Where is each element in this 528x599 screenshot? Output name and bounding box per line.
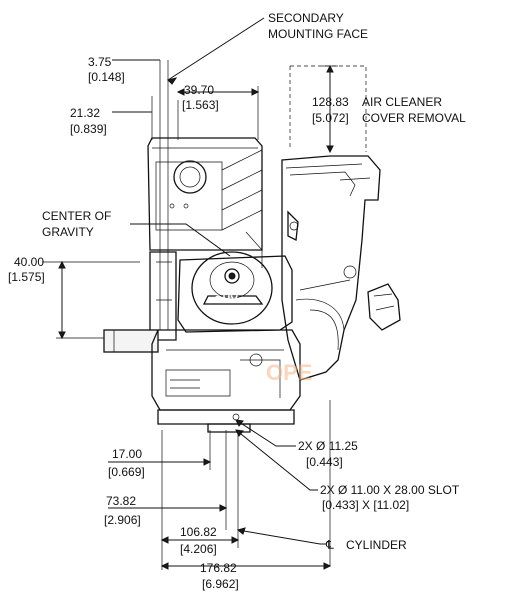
air-cleaner-label-line2: COVER REMOVAL [362, 111, 466, 125]
dim-39-70-mm: 39.70 [184, 83, 214, 97]
secondary-mounting-face-label-line1: SECONDARY [268, 11, 344, 25]
dim-176-82-in: [6.962] [202, 577, 239, 591]
dim-17-00-mm: 17.00 [112, 447, 142, 461]
secondary-mounting-face-label-line2: MOUNTING FACE [268, 27, 368, 41]
cylinder-centerline-symbol: ℄ [325, 538, 334, 552]
dim-21-32-in: [0.839] [70, 122, 107, 136]
dim-106-82-mm: 106.82 [180, 525, 217, 539]
center-of-gravity-label-line1: CENTER OF [42, 209, 111, 223]
dim-21-32-mm: 21.32 [70, 106, 100, 120]
dim-17-00-in: [0.669] [108, 465, 145, 479]
dim-40-00-mm: 40.00 [14, 255, 44, 269]
dim-3-75-mm: 3.75 [88, 55, 112, 69]
engine-outline [103, 65, 401, 433]
air-cleaner-label-line1: AIR CLEANER [362, 95, 442, 109]
center-of-gravity-label-line2: GRAVITY [42, 225, 94, 239]
slot-dimension-mm: 2X Ø 11.00 X 28.00 SLOT [320, 483, 460, 497]
dim-3-75-in: [0.148] [88, 70, 125, 84]
slot-dimension-in: [0.433] X [11.02] [322, 498, 409, 512]
dim-39-70-in: [1.563] [182, 98, 219, 112]
hole-dimension-mm: 2X Ø 11.25 [298, 439, 358, 453]
dim-73-82-mm: 73.82 [106, 494, 136, 508]
hole-dimension-in: [0.443] [306, 455, 343, 469]
dim-176-82-mm: 176.82 [200, 561, 237, 575]
watermark-text: OPE [266, 360, 312, 385]
dim-128-83-mm: 128.83 [312, 95, 349, 109]
dim-73-82-in: [2.906] [104, 513, 141, 527]
dimension-lines [42, 17, 338, 570]
dim-40-00-in: [1.575] [8, 270, 45, 284]
dim-128-83-in: [5.072] [312, 111, 349, 125]
ohv-marking: OHV [214, 294, 239, 306]
dim-106-82-in: [4.206] [180, 542, 217, 556]
cylinder-label: CYLINDER [346, 538, 407, 552]
